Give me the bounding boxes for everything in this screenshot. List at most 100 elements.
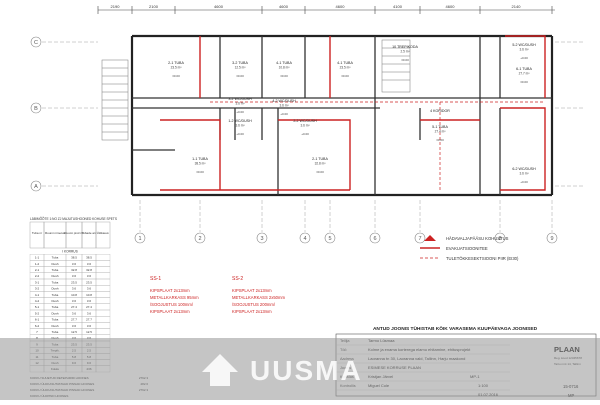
grid-axis-label: 6: [373, 236, 376, 242]
room-table-value: 38.5: [86, 256, 92, 260]
room-area: 27.4 m²: [435, 130, 446, 134]
room-name: 2-1 TUBA: [168, 61, 184, 65]
room-level: +0.00: [520, 56, 528, 60]
section-code: SS-1: [150, 276, 161, 282]
room-level: ±0.00: [401, 58, 409, 62]
room-table-value: 3-2: [35, 287, 40, 291]
room-table-value: 6-1: [35, 318, 40, 322]
room-level: ±0.00: [280, 74, 288, 78]
room-table-cell: [95, 254, 111, 261]
room-table-value: 3.6: [87, 274, 92, 278]
room-table-value: 6-2: [35, 324, 40, 328]
grid-axis-label: 4: [303, 236, 306, 242]
legend-label: EVAKUATSIOONITEE: [446, 246, 488, 251]
room-table-value: 27.7: [71, 318, 77, 322]
room-table-value: 3.6: [72, 311, 77, 315]
room-area: 12.5 m²: [235, 66, 246, 70]
dimension-label: 4600: [214, 4, 224, 9]
room-area: 3.6 m²: [279, 104, 288, 108]
room-table-value: 4-1: [35, 293, 40, 297]
legend-label: HÄDAVALJAPÄÄSU KOHUSTUS: [446, 236, 509, 241]
grid-axis-label: 8: [498, 236, 501, 242]
room-table-value: 27.4: [71, 305, 77, 309]
grid-axis-label: 3: [260, 236, 263, 242]
evacuation-route: [210, 101, 545, 190]
room-name: 4-1 TUBA: [276, 61, 292, 65]
room-table-value: 3.6: [72, 262, 77, 266]
grid-axis-label: B: [34, 106, 38, 112]
watermark-text: UUSMA: [250, 355, 363, 386]
section-line: /SOOJUSTUS 100mm/: [150, 302, 194, 307]
room-label: 4 KORIDOR: [430, 109, 450, 113]
grid-axis-label: 7: [418, 236, 421, 242]
room-area: 3.6 m²: [300, 124, 309, 128]
watermark-logo-icon: [202, 354, 238, 386]
room-table-value: 3.6: [87, 299, 92, 303]
room-area: 23.5 m²: [340, 66, 351, 70]
grid-axis-bubble: [414, 232, 426, 244]
stairs-left: [101, 59, 129, 141]
legend: HÄDAVALJAPÄÄSU KOHUSTUS EVAKUATSIOONITEE T…: [420, 235, 519, 261]
section-line: METALLKARKASS 95mm: [150, 295, 199, 300]
room-table-value: 32.8: [86, 268, 92, 272]
grid-axis-bubble: [369, 232, 381, 244]
room-name: 5-1 TUBA: [432, 125, 448, 129]
dimension-label: 2100: [149, 4, 159, 9]
room-level: +0.00: [280, 112, 288, 116]
room-name: 1-1 TUBA: [192, 157, 208, 161]
room-area: 3.6 m²: [235, 102, 244, 106]
dimension-label: 4100: [393, 4, 403, 9]
room-table-cell: [95, 316, 111, 323]
room-table-value: 3.6: [87, 287, 92, 291]
room-table-value: 27.4: [86, 305, 92, 309]
room-table-value: Dush: [51, 311, 58, 315]
room-table-header: Ruumi pind m²: [64, 231, 84, 235]
legend-label: TULETÕKKESEKTSIOONI PIIR (EI30): [446, 256, 519, 261]
room-table-cell: [95, 272, 111, 280]
room-table-value: Dush: [51, 299, 58, 303]
stairs-right: [381, 39, 411, 93]
room-table-cell: [95, 285, 111, 292]
room-table-value: 1-1: [35, 256, 40, 260]
room-table-value: Tuba: [52, 318, 59, 322]
room-area: 38.5 m²: [195, 162, 206, 166]
room-table-value: 7: [36, 330, 38, 334]
room-level: +0.00: [301, 132, 309, 136]
room-table-cell: [95, 260, 111, 267]
room-level: ±0.00: [196, 170, 204, 174]
room-table-value: Tuba: [52, 256, 59, 260]
room-name: 4-2 WC/DUSH: [272, 99, 296, 103]
room-table-cell: [95, 328, 111, 335]
room-table-cell: [95, 309, 111, 317]
grid-axis-bubble: [494, 232, 506, 244]
grid-axis-bubble: [299, 232, 311, 244]
room-table-header-cell: [43, 221, 67, 249]
room-table-cell: [95, 297, 111, 304]
room-table-value: Dush: [51, 262, 58, 266]
room-table-header: Ruumi nimetus: [45, 231, 66, 235]
room-name: 2-2 WC/DUSH: [293, 119, 317, 123]
room-table-cell: [95, 303, 111, 311]
grid-axis-bubble: [546, 232, 558, 244]
room-table-value: 32.8: [71, 268, 77, 272]
room-table-value: 3.6: [72, 274, 77, 278]
room-table-value: Dush: [51, 274, 58, 278]
room-table-value: 5-1: [35, 305, 40, 309]
room-table-cell: [95, 291, 111, 298]
room-table-value: 3.6: [72, 299, 77, 303]
room-table-header: Tubade arv: [81, 231, 97, 235]
grid-axis-label: 9: [550, 236, 553, 242]
room-table-value: Tuba: [52, 280, 59, 284]
room-table-value: 5-2: [35, 311, 40, 315]
section-line: METALLKARKASS 2x50mm: [232, 295, 285, 300]
section-line: KIPSPLAAT 2x13mm: [150, 288, 190, 293]
top-dimension-ticks: [97, 6, 553, 14]
room-name: 6-1 TUBA: [516, 67, 532, 71]
